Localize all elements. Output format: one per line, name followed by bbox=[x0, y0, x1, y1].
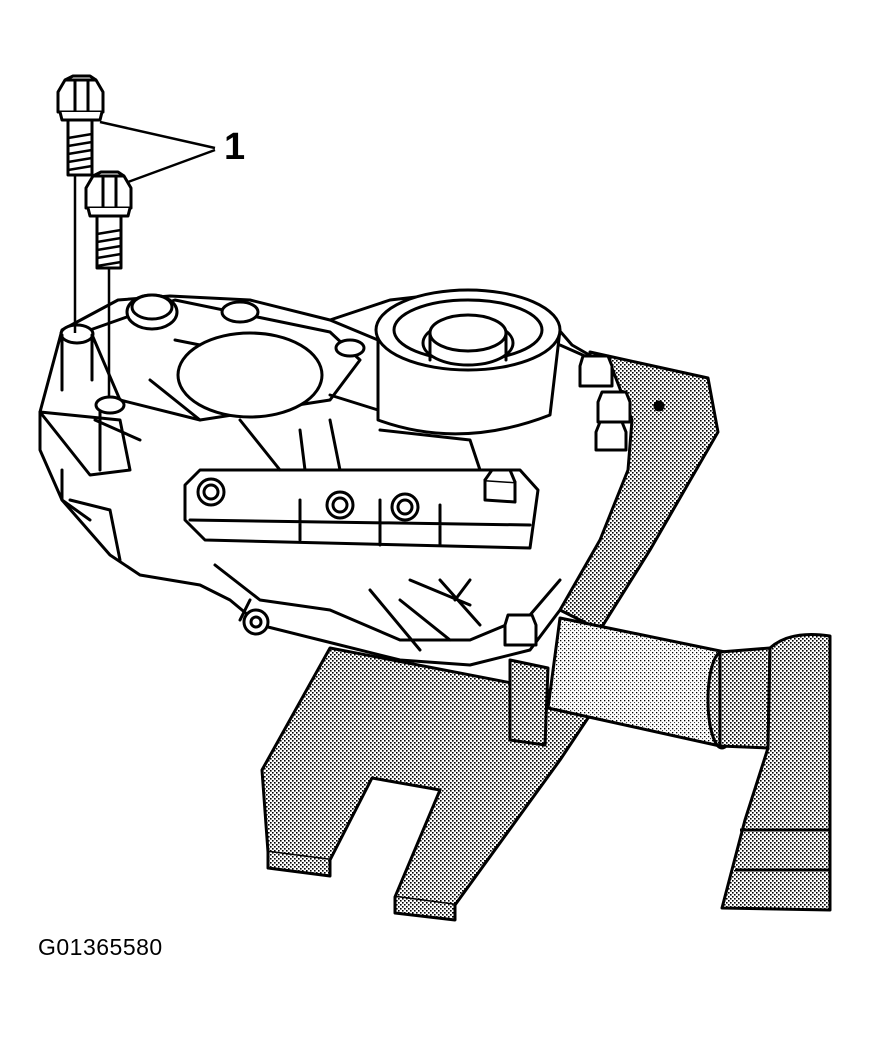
bolt-lower-right bbox=[84, 170, 133, 398]
housing-bolts bbox=[503, 354, 632, 647]
holding-fixture bbox=[260, 350, 832, 922]
transfer-case-housing bbox=[38, 288, 634, 667]
bolt-upper-left bbox=[56, 74, 105, 333]
figure-id: G01365580 bbox=[38, 934, 163, 960]
callout-number: 1 bbox=[224, 126, 246, 168]
callout-leader-lines bbox=[99, 120, 216, 184]
